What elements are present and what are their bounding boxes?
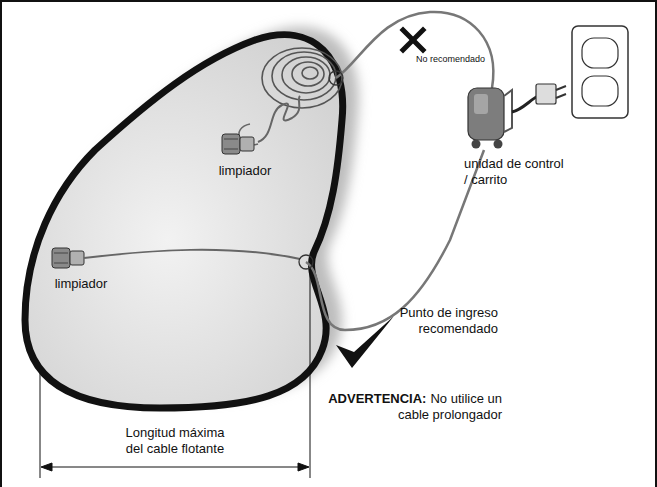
- cart-wheel: [472, 140, 481, 149]
- warning-heading: ADVERTENCIA:: [328, 391, 426, 406]
- outlet-plate: [572, 26, 628, 118]
- control-unit-body: [468, 88, 504, 140]
- pool-cleaner: [222, 134, 254, 154]
- cleaner-detail: [54, 253, 68, 254]
- part-label: unidad de control / carrito: [464, 156, 566, 187]
- dimension-extension-line: [40, 372, 41, 478]
- power-cord: [512, 96, 538, 112]
- cleaner-body: [52, 248, 70, 268]
- hose-coil-ring: [302, 67, 318, 79]
- outlet-socket: [582, 38, 618, 68]
- plug-prongs: [556, 86, 566, 98]
- note-label: Punto de ingreso recomendado: [388, 305, 498, 336]
- cart-wheel: [494, 140, 503, 149]
- cross-stroke: [403, 30, 423, 50]
- outlet-socket: [582, 76, 618, 106]
- hose-coil-ring: [272, 52, 336, 100]
- dimension-arrowhead: [298, 463, 309, 471]
- hose-coil-ring: [262, 48, 342, 108]
- cleaner-head: [70, 251, 84, 265]
- cleaner-head: [240, 137, 254, 151]
- cleaner-body: [222, 134, 240, 154]
- hose-coil: [262, 48, 342, 108]
- power-plug: [536, 84, 556, 104]
- cart-handle: [504, 90, 512, 132]
- hose-coil-ring: [292, 62, 324, 86]
- control-unit: [468, 88, 512, 149]
- cleaner-detail: [54, 263, 68, 264]
- check-mark: [336, 316, 394, 368]
- pool-outline: [25, 35, 343, 408]
- floating-cable: [84, 250, 300, 259]
- part-label: limpiador: [36, 276, 126, 292]
- cleaner-detail: [224, 149, 238, 150]
- part-label: limpiador: [200, 163, 290, 179]
- length-dimension: [40, 270, 310, 478]
- dimension-extension-line: [310, 270, 311, 478]
- dimension-label: Longitud máxima del cable flotante: [122, 424, 228, 457]
- cross-stroke: [403, 30, 423, 50]
- cleaner-detail: [224, 139, 238, 140]
- cross-mark: [403, 30, 423, 50]
- dimension-line: [44, 467, 306, 468]
- recommended-cable: [306, 150, 484, 330]
- entry-point-circle: [299, 255, 313, 269]
- control-unit-panel: [474, 94, 488, 114]
- dimension-arrowhead: [41, 463, 52, 471]
- hose-coil-ring: [282, 57, 330, 93]
- wall-outlet: [572, 26, 628, 118]
- cleaner-cable: [258, 96, 300, 142]
- warning-note: ADVERTENCIA:No utilice un cable prolonga…: [318, 391, 502, 424]
- not-recommended-cable: [336, 12, 493, 88]
- note-label: No recomendado: [416, 54, 488, 65]
- entry-point-circle: [329, 71, 343, 85]
- pool-cleaner: [52, 248, 84, 268]
